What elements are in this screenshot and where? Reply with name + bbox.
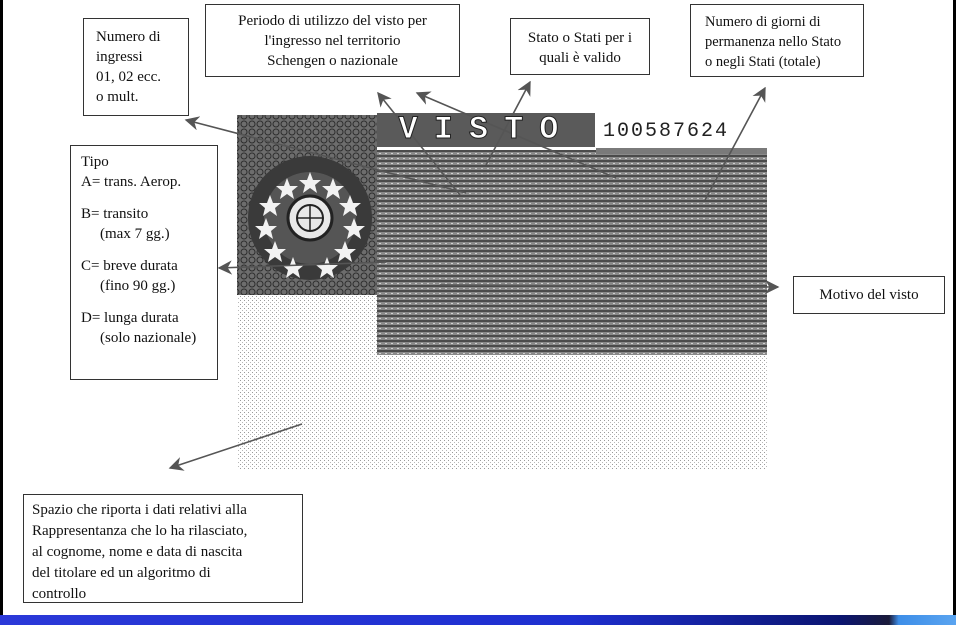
tipo-d: D= lunga durata bbox=[81, 310, 179, 326]
arrow-tipo bbox=[217, 260, 387, 275]
callout-giorni-line: permanenza nello Stato bbox=[705, 34, 842, 50]
callout-spazio-line: del titolare ed un algoritmo di bbox=[32, 565, 211, 581]
arrow-stati-b bbox=[415, 91, 617, 179]
tipo-a: A= trans. Aerop. bbox=[81, 174, 182, 190]
arrow-ingressi bbox=[184, 116, 467, 194]
callout-spazio-line: Spazio che riporta i dati relativi alla bbox=[32, 502, 247, 518]
arrow-periodo bbox=[377, 91, 461, 196]
callout-motivo: Motivo del visto bbox=[793, 276, 945, 314]
tipo-b-note: (max 7 gg.) bbox=[100, 226, 170, 242]
callout-giorni: Numero di giorni di permanenza nello Sta… bbox=[690, 4, 864, 77]
visa-header-band bbox=[377, 113, 595, 147]
tipo-c-note: (fino 90 gg.) bbox=[100, 278, 176, 294]
arrow-stati-a bbox=[485, 80, 531, 166]
arrow-spazio bbox=[168, 423, 303, 471]
visa-field-area bbox=[377, 150, 767, 355]
tipo-c: C= breve durata bbox=[81, 258, 178, 274]
callout-spazio-line: controllo bbox=[32, 586, 87, 602]
frame-right-border bbox=[953, 0, 956, 615]
arrow-giorni bbox=[704, 86, 766, 201]
callout-periodo: Periodo di utilizzo del visto per l'ingr… bbox=[205, 4, 460, 77]
callout-spazio-line: al cognome, nome e data di nascita bbox=[32, 544, 243, 560]
callout-periodo-line: l'ingresso nel territorio bbox=[264, 33, 401, 49]
callout-stati: Stato o Stati per i quali è valido bbox=[510, 18, 650, 75]
visa-number: 100587624 bbox=[603, 120, 730, 143]
callout-ingressi-line: Numero di bbox=[96, 29, 161, 45]
callout-tipo: Tipo A= trans. Aerop. B= transito (max 7… bbox=[70, 145, 218, 380]
eu-emblem bbox=[248, 156, 372, 280]
callout-ingressi-line: ingressi bbox=[96, 49, 143, 65]
callout-stati-line: Stato o Stati per i bbox=[527, 30, 633, 46]
callout-ingressi: Numero di ingressi 01, 02 ecc. o mult. bbox=[83, 18, 189, 116]
tipo-d-note: (solo nazionale) bbox=[100, 330, 197, 346]
slide-bottom-bar bbox=[0, 615, 956, 625]
callout-periodo-line: Periodo di utilizzo del visto per bbox=[238, 13, 427, 29]
visa-top-strip bbox=[596, 148, 767, 154]
callout-spazio: Spazio che riporta i dati relativi alla … bbox=[23, 494, 303, 603]
frame-left-border bbox=[0, 0, 3, 615]
callout-giorni-line: Numero di giorni di bbox=[705, 14, 821, 30]
arrow-motivo bbox=[439, 279, 780, 295]
callout-ingressi-line: 01, 02 ecc. bbox=[96, 69, 161, 85]
callout-stati-line: quali è valido bbox=[539, 50, 621, 66]
visa-title: VISTO bbox=[398, 111, 575, 148]
tipo-title: Tipo bbox=[81, 154, 109, 170]
callout-spazio-line: Rappresentanza che lo ha rilasciato, bbox=[32, 523, 248, 539]
callout-giorni-line: o negli Stati (totale) bbox=[705, 54, 821, 70]
callout-ingressi-line: o mult. bbox=[96, 89, 139, 105]
tipo-b: B= transito bbox=[81, 206, 149, 222]
callout-periodo-line: Schengen o nazionale bbox=[267, 53, 398, 69]
